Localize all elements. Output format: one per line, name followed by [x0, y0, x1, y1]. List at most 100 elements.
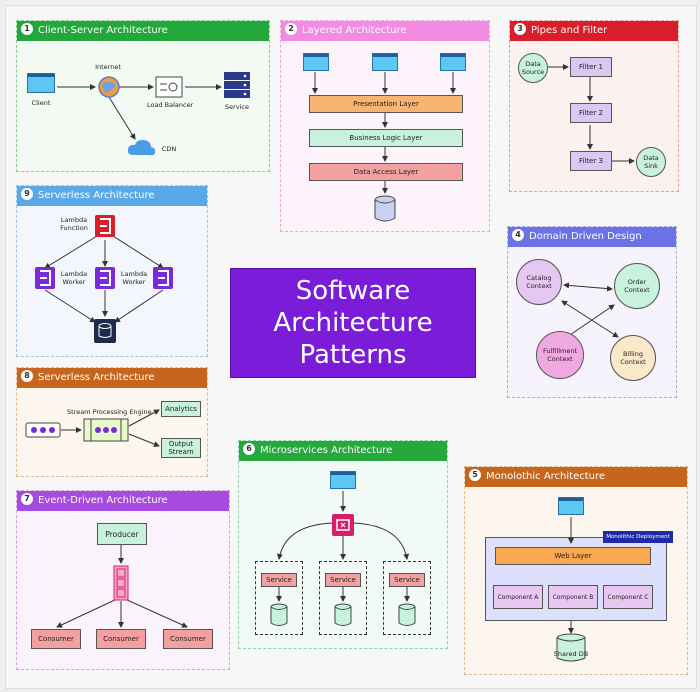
consumer-box: Consumer	[96, 629, 146, 649]
presentation-layer: Presentation Layer	[309, 95, 463, 113]
filter-3: Filter 3	[570, 151, 612, 171]
panel-layered: 2 Layered Architecture Presentation Layer…	[280, 20, 490, 232]
datastore-icon	[94, 319, 116, 343]
service-container	[319, 561, 367, 635]
consumer-box: Consumer	[31, 629, 81, 649]
shared-db-icon	[556, 633, 586, 662]
event-stream-icon	[25, 422, 61, 438]
database-icon	[374, 195, 396, 222]
data-source-node: Data Source	[518, 53, 548, 83]
panel-header: 2 Layered Architecture	[281, 21, 489, 41]
deployment-tag: Monolithic Deployment	[603, 531, 673, 543]
client-window-icon	[330, 471, 356, 489]
cdn-label: CDN	[161, 145, 177, 153]
data-access-layer: Data Access Layer	[309, 163, 463, 181]
panel-number: 2	[285, 23, 297, 35]
api-gateway-icon	[332, 514, 354, 536]
panel-header: 8 Serverless Architecture	[17, 368, 207, 388]
panel-pipes-filter: 3 Pipes and Filter Data Source Filter 1 F…	[509, 20, 679, 192]
globe-icon	[98, 76, 120, 98]
panel-title: Client-Server Architecture	[38, 25, 168, 36]
web-layer: Web Layer	[495, 547, 651, 565]
panel-number: 5	[469, 469, 481, 481]
panel-number: 7	[21, 493, 33, 505]
server-icon	[224, 72, 250, 98]
output-stream: Output Stream	[161, 438, 201, 458]
internet-label: Internet	[95, 63, 121, 71]
database-icon	[270, 603, 288, 626]
panel-header: 6 Microservices Architecture	[239, 441, 447, 461]
panel-serverless-lambda: 9 Serverless Architecture Lambda Function…	[16, 185, 208, 357]
panel-header: 4 Domain Driven Design	[508, 227, 676, 247]
order-context: Order Context	[614, 263, 660, 309]
stream-engine-icon	[83, 418, 129, 442]
panel-number: 4	[512, 229, 524, 241]
component-a: Component A	[493, 585, 543, 609]
database-icon	[398, 603, 416, 626]
filter-2: Filter 2	[570, 103, 612, 123]
panel-title: Monolothic Architecture	[486, 471, 606, 482]
client-window-icon	[27, 73, 55, 93]
panel-title: Layered Architecture	[302, 25, 407, 36]
filter-1: Filter 1	[570, 57, 612, 77]
lambda-worker-label: Lambda Worker	[120, 270, 148, 287]
service-box: Service	[389, 573, 425, 587]
component-c: Component C	[603, 585, 653, 609]
shared-db-label: Shared DB	[553, 650, 589, 658]
client-label: Client	[31, 99, 51, 107]
service-box: Service	[325, 573, 361, 587]
service-container	[255, 561, 303, 635]
panel-title: Pipes and Filter	[531, 25, 608, 36]
catalog-context: Catalog Context	[516, 259, 562, 305]
fulfillment-context: Fulfillment Context	[536, 331, 584, 379]
panel-number: 8	[21, 370, 33, 382]
lambda-worker-icon	[35, 267, 55, 289]
load-balancer-label: Load Balancer	[147, 101, 194, 109]
panel-microservices: 6 Microservices Architecture Service Serv…	[238, 440, 448, 649]
panel-number: 1	[21, 23, 33, 35]
title-line-1: Software	[295, 276, 411, 306]
title-line-2: Architecture	[273, 308, 433, 338]
panel-title: Domain Driven Design	[529, 231, 642, 242]
event-queue-icon	[113, 565, 129, 601]
panel-header: 1 Client-Server Architecture	[17, 21, 269, 41]
service-label: Service	[224, 103, 250, 111]
panel-monolithic: 5 Monolothic Architecture Monolithic Depl…	[464, 466, 688, 675]
lambda-worker-label: Lambda Worker	[60, 270, 88, 287]
load-balancer-icon	[155, 76, 183, 98]
panel-number: 3	[514, 23, 526, 35]
business-logic-layer: Business Logic Layer	[309, 129, 463, 147]
cloud-icon	[127, 139, 156, 156]
analytics-output: Analytics	[161, 401, 201, 417]
panel-number: 9	[21, 188, 33, 200]
consumer-box: Consumer	[163, 629, 213, 649]
data-sink-node: Data Sink	[636, 147, 666, 177]
panel-title: Serverless Architecture	[38, 190, 155, 201]
panel-title: Event-Driven Architecture	[38, 495, 168, 506]
billing-context: Billing Context	[610, 335, 656, 381]
panel-header: 5 Monolothic Architecture	[465, 467, 687, 487]
title-line-3: Patterns	[299, 340, 407, 370]
lambda-function-label: Lambda Function	[60, 216, 88, 233]
database-icon	[334, 603, 352, 626]
service-box: Service	[261, 573, 297, 587]
panel-title: Microservices Architecture	[260, 445, 393, 456]
main-title-card: Software Architecture Patterns	[230, 268, 476, 378]
client-window-icon	[372, 53, 398, 71]
component-b: Component B	[548, 585, 598, 609]
panel-header: 9 Serverless Architecture	[17, 186, 207, 206]
lambda-worker-icon	[153, 267, 173, 289]
panel-domain-driven-design: 4 Domain Driven Design Catalog Context Or…	[507, 226, 677, 398]
producer-box: Producer	[97, 523, 147, 545]
panel-header: 3 Pipes and Filter	[510, 21, 678, 41]
lambda-function-icon	[95, 215, 115, 237]
client-window-icon	[558, 497, 584, 515]
lambda-worker-icon	[95, 267, 115, 289]
panel-title: Serverless Architecture	[38, 372, 155, 383]
client-window-icon	[440, 53, 466, 71]
client-window-icon	[303, 53, 329, 71]
service-container	[383, 561, 431, 635]
panel-number: 6	[243, 443, 255, 455]
panel-header: 7 Event-Driven Architecture	[17, 491, 229, 511]
